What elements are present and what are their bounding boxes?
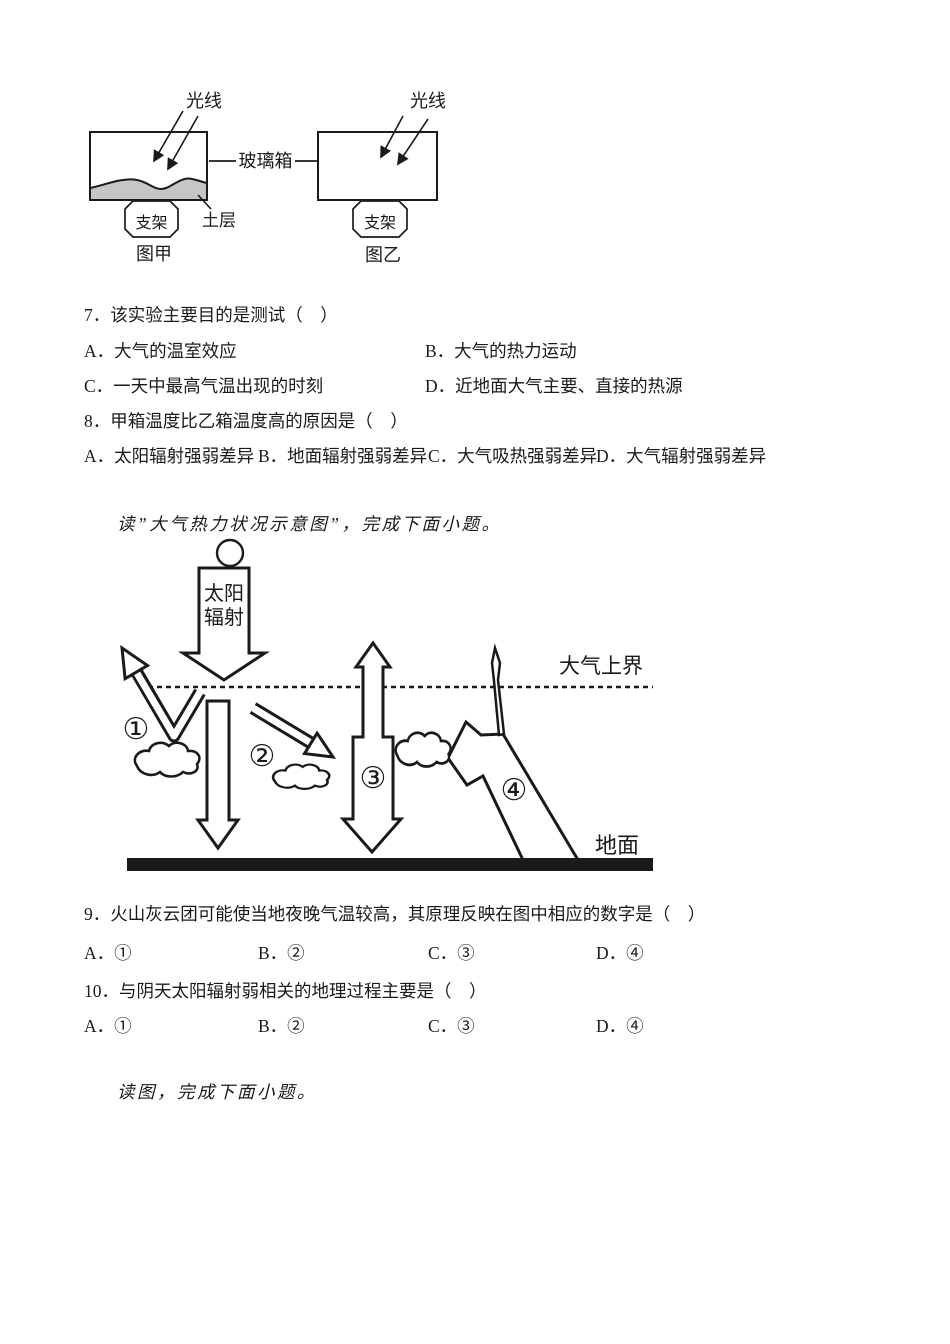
- glass-box-left: [89, 131, 208, 201]
- q8-option-b: B．地面辐射强弱差异: [258, 446, 428, 466]
- glass-box-right: [317, 131, 438, 201]
- q8-option-d: D．大气辐射强弱差异: [596, 446, 767, 466]
- atmosphere-top-label: 大气上界: [559, 654, 643, 678]
- figure-caption-right: 图乙: [365, 245, 401, 265]
- sun-icon: [215, 538, 245, 568]
- ground-label: 地面: [595, 833, 639, 858]
- solar-radiation-label-2: 辐射: [204, 606, 244, 629]
- q8-option-a: A．太阳辐射强弱差异: [84, 446, 255, 466]
- arrow-3-double: [339, 640, 405, 855]
- q9-option-a: A．①: [84, 943, 132, 963]
- solar-radiation-arrow: [177, 566, 271, 682]
- q9-option-b: B．②: [258, 943, 305, 963]
- q10-stem: 10．与阴天太阳辐射弱相关的地理过程主要是（ ）: [84, 981, 487, 1001]
- marker-4: ④: [501, 773, 528, 808]
- q9-stem: 9．火山灰云团可能使当地夜晚气温较高，其原理反映在图中相应的数字是（ ）: [84, 904, 706, 924]
- soil-surface-line: [89, 177, 208, 191]
- transmitted-solar-arrow: [195, 699, 241, 851]
- soil-layer: [90, 178, 207, 199]
- q7-stem: 7．该实验主要目的是测试（ ）: [84, 305, 338, 325]
- arrow-1-head: [120, 644, 151, 682]
- light-label-right: 光线: [410, 91, 446, 111]
- marker-1: ①: [123, 712, 150, 747]
- q7-option-b: B．大气的热力运动: [425, 341, 577, 361]
- light-ray-icon: [153, 110, 184, 163]
- marker-2: ②: [249, 739, 276, 774]
- q10-option-a: A．①: [84, 1016, 132, 1036]
- q8-option-c: C．大气吸热强弱差异: [428, 446, 598, 466]
- marker-3: ③: [360, 761, 387, 796]
- q10-option-c: C．③: [428, 1016, 475, 1036]
- q10-option-b: B．②: [258, 1016, 305, 1036]
- figure-caption-left: 图甲: [136, 244, 172, 264]
- passage-intro-1: 读”大气热力状况示意图”，完成下面小题。: [117, 514, 502, 534]
- q7-option-d: D．近地面大气主要、直接的热源: [425, 376, 683, 396]
- experiment-figure: 光线 光线 玻璃箱 支架 支架 土层 图甲 图乙: [89, 91, 446, 265]
- q10-option-d: D．④: [596, 1016, 644, 1036]
- solar-radiation-label-1: 太阳: [204, 582, 244, 605]
- q7-option-c: C．一天中最高气温出现的时刻: [84, 376, 324, 396]
- arrow-2-head: [301, 730, 337, 759]
- light-ray-icon: [167, 115, 199, 171]
- passage-intro-2: 读图，完成下面小题。: [117, 1082, 317, 1102]
- cloud-icon: [271, 763, 331, 790]
- stand-label-right: 支架: [364, 214, 396, 232]
- cloud-icon: [394, 731, 452, 768]
- soil-leader: [197, 194, 212, 210]
- q7-option-a: A．大气的温室效应: [84, 341, 237, 361]
- cloud-icon: [133, 741, 201, 778]
- arrow-2-band-core: [251, 705, 313, 746]
- arrow-1-band-core: [133, 670, 204, 740]
- stand-left: [124, 200, 179, 238]
- soil-label: 土层: [202, 211, 236, 230]
- thermal-diagram-figure: 太阳 辐射 大气上界 ① ② ③ ④: [120, 538, 653, 871]
- light-label-left: 光线: [186, 91, 222, 111]
- ground-bar: [127, 858, 653, 871]
- light-ray-icon: [397, 118, 429, 166]
- q8-stem: 8．甲箱温度比乙箱温度高的原因是（ ）: [84, 411, 408, 431]
- stand-right: [352, 200, 408, 238]
- q9-option-d: D．④: [596, 943, 644, 963]
- glassbox-label: 玻璃箱: [239, 151, 293, 171]
- q9-option-c: C．③: [428, 943, 475, 963]
- stand-label-left: 支架: [135, 214, 167, 232]
- arrow-4-escape-spike: [490, 643, 506, 737]
- light-ray-icon: [380, 115, 404, 159]
